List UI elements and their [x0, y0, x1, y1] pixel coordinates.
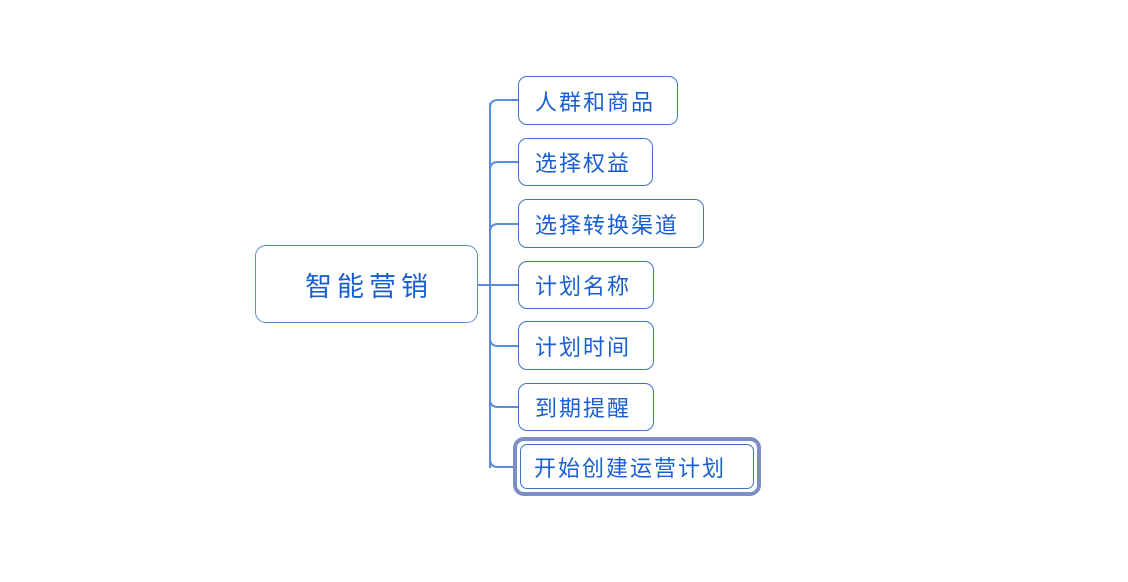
- connector-branch-6: [489, 398, 518, 408]
- mindmap-node-2-label: 选择权益: [535, 151, 632, 176]
- mindmap-node-7-label: 开始创建运营计划: [534, 455, 727, 481]
- mindmap-node-4[interactable]: 计划名称: [518, 261, 654, 309]
- connector-branch-2: [489, 161, 518, 171]
- mindmap-node-6[interactable]: 到期提醒: [518, 383, 654, 431]
- mindmap-node-4-label: 计划名称: [535, 274, 632, 299]
- mindmap-node-3-label: 选择转换渠道: [535, 212, 680, 238]
- mindmap-node-5-label: 计划时间: [535, 334, 632, 360]
- connector-branch-5: [489, 337, 518, 347]
- connector-branch-1: [489, 99, 518, 111]
- mindmap-node-2[interactable]: 选择权益: [518, 138, 653, 186]
- mindmap-node-6-label: 到期提醒: [535, 396, 632, 421]
- connector-branch-7: [489, 458, 513, 468]
- connector-branch-3: [489, 223, 518, 233]
- mindmap-node-1-label: 人群和商品: [535, 89, 656, 115]
- root-node-label: 智能营销: [305, 271, 433, 302]
- mindmap-node-1[interactable]: 人群和商品: [518, 76, 678, 125]
- mindmap-node-7-inner: 开始创建运营计划: [520, 444, 754, 489]
- mindmap-node-5[interactable]: 计划时间: [518, 321, 654, 370]
- mindmap-node-3[interactable]: 选择转换渠道: [518, 199, 704, 248]
- mindmap-node-7-selected[interactable]: 开始创建运营计划: [513, 437, 761, 496]
- root-node[interactable]: 智能营销: [255, 245, 478, 323]
